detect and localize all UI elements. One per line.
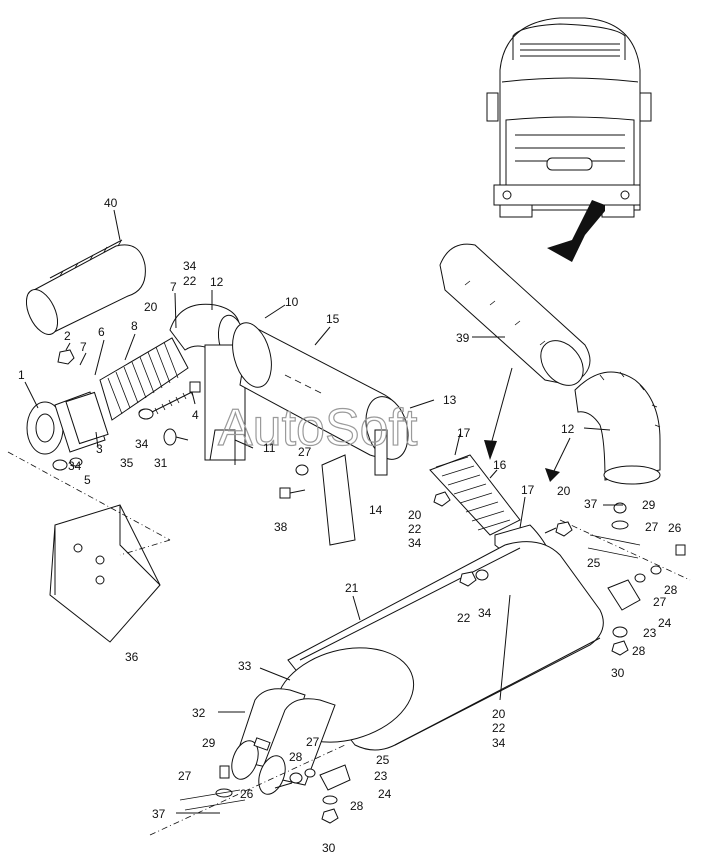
part-label: 3: [96, 442, 103, 456]
tail-pipes-32: [231, 688, 336, 795]
part-label: 20: [408, 508, 422, 522]
part-label: 16: [493, 458, 507, 472]
part-label: 26: [240, 787, 254, 801]
part-label: 14: [369, 503, 383, 517]
part-label: 5: [84, 473, 91, 487]
part-label: 22: [492, 721, 506, 735]
part-label: 30: [322, 841, 336, 855]
elbow-pipe-12: [169, 303, 247, 465]
part-label: 29: [202, 736, 216, 750]
view-direction-arrow: [547, 200, 605, 262]
part-label: 32: [192, 706, 206, 720]
part-label: 40: [104, 196, 118, 210]
bracket-15: [321, 429, 388, 546]
part-label: 35: [120, 456, 134, 470]
part-label: 28: [289, 750, 303, 764]
part-label: 31: [154, 456, 168, 470]
leader-lines: [24, 209, 623, 814]
part-label: 25: [376, 753, 390, 767]
part-label: 11: [263, 441, 276, 455]
bellows-8: [99, 337, 189, 421]
part-label: 15: [326, 312, 340, 326]
part-label: 34: [492, 736, 506, 750]
hardware-items: [52, 349, 686, 824]
part-label: 34: [478, 606, 492, 620]
part-label: 27: [178, 769, 192, 783]
part-label: 34: [183, 259, 197, 273]
part-label: 22: [408, 522, 422, 536]
part-label: 34: [408, 536, 422, 550]
part-label: 1: [18, 368, 25, 382]
part-label: 37: [584, 497, 598, 511]
part-label: 7: [80, 340, 87, 354]
part-label: 12: [561, 422, 575, 436]
part-labels: 40 1 2 6 7 8 3 4 5 34 35 34 31 20 7 34 2…: [18, 196, 682, 855]
pointer-arrows: [484, 367, 571, 482]
part-label: 20: [557, 484, 571, 498]
part-label: 23: [643, 626, 657, 640]
part-label: 27: [306, 735, 320, 749]
part-label: 27: [298, 445, 312, 459]
part-label: 22: [183, 274, 197, 288]
part-label: 7: [170, 280, 177, 294]
part-label: 34: [68, 459, 82, 473]
watermark-text: AutoSoft: [218, 399, 418, 457]
part-label: 8: [131, 319, 138, 333]
part-label: 27: [653, 595, 667, 609]
truck-front-illustration: [486, 17, 652, 218]
part-label: 13: [443, 393, 457, 407]
elbow-shield-12: [574, 371, 661, 485]
part-label: 22: [457, 611, 471, 625]
exhaust-flange-assembly: [26, 391, 109, 455]
part-label: 25: [587, 556, 601, 570]
part-label: 30: [611, 666, 625, 680]
part-label: 17: [521, 483, 535, 497]
part-label: 26: [668, 521, 682, 535]
part-label: 24: [378, 787, 392, 801]
part-label: 28: [664, 583, 678, 597]
part-label: 20: [144, 300, 158, 314]
part-label: 27: [645, 520, 659, 534]
part-label: 28: [632, 644, 646, 658]
part-label: 37: [152, 807, 166, 821]
center-lines: [7, 451, 691, 836]
heat-shield-39: [439, 243, 591, 386]
part-label: 20: [492, 707, 506, 721]
part-label: 29: [642, 498, 656, 512]
part-label: 24: [658, 616, 672, 630]
bracket-36: [49, 504, 161, 643]
bellows-16: [429, 454, 521, 536]
part-label: 34: [135, 437, 149, 451]
heat-sleeve-40: [25, 239, 146, 335]
part-label: 2: [64, 329, 71, 343]
part-label: 36: [125, 650, 139, 664]
part-label: 21: [345, 581, 359, 595]
part-label: 4: [192, 408, 199, 422]
part-label: 10: [285, 295, 299, 309]
part-label: 39: [456, 331, 470, 345]
part-label: 12: [210, 275, 224, 289]
part-label: 23: [374, 769, 388, 783]
part-label: 38: [274, 520, 288, 534]
part-label: 17: [457, 426, 471, 440]
part-label: 33: [238, 659, 252, 673]
part-label: 28: [350, 799, 364, 813]
part-label: 6: [98, 325, 105, 339]
